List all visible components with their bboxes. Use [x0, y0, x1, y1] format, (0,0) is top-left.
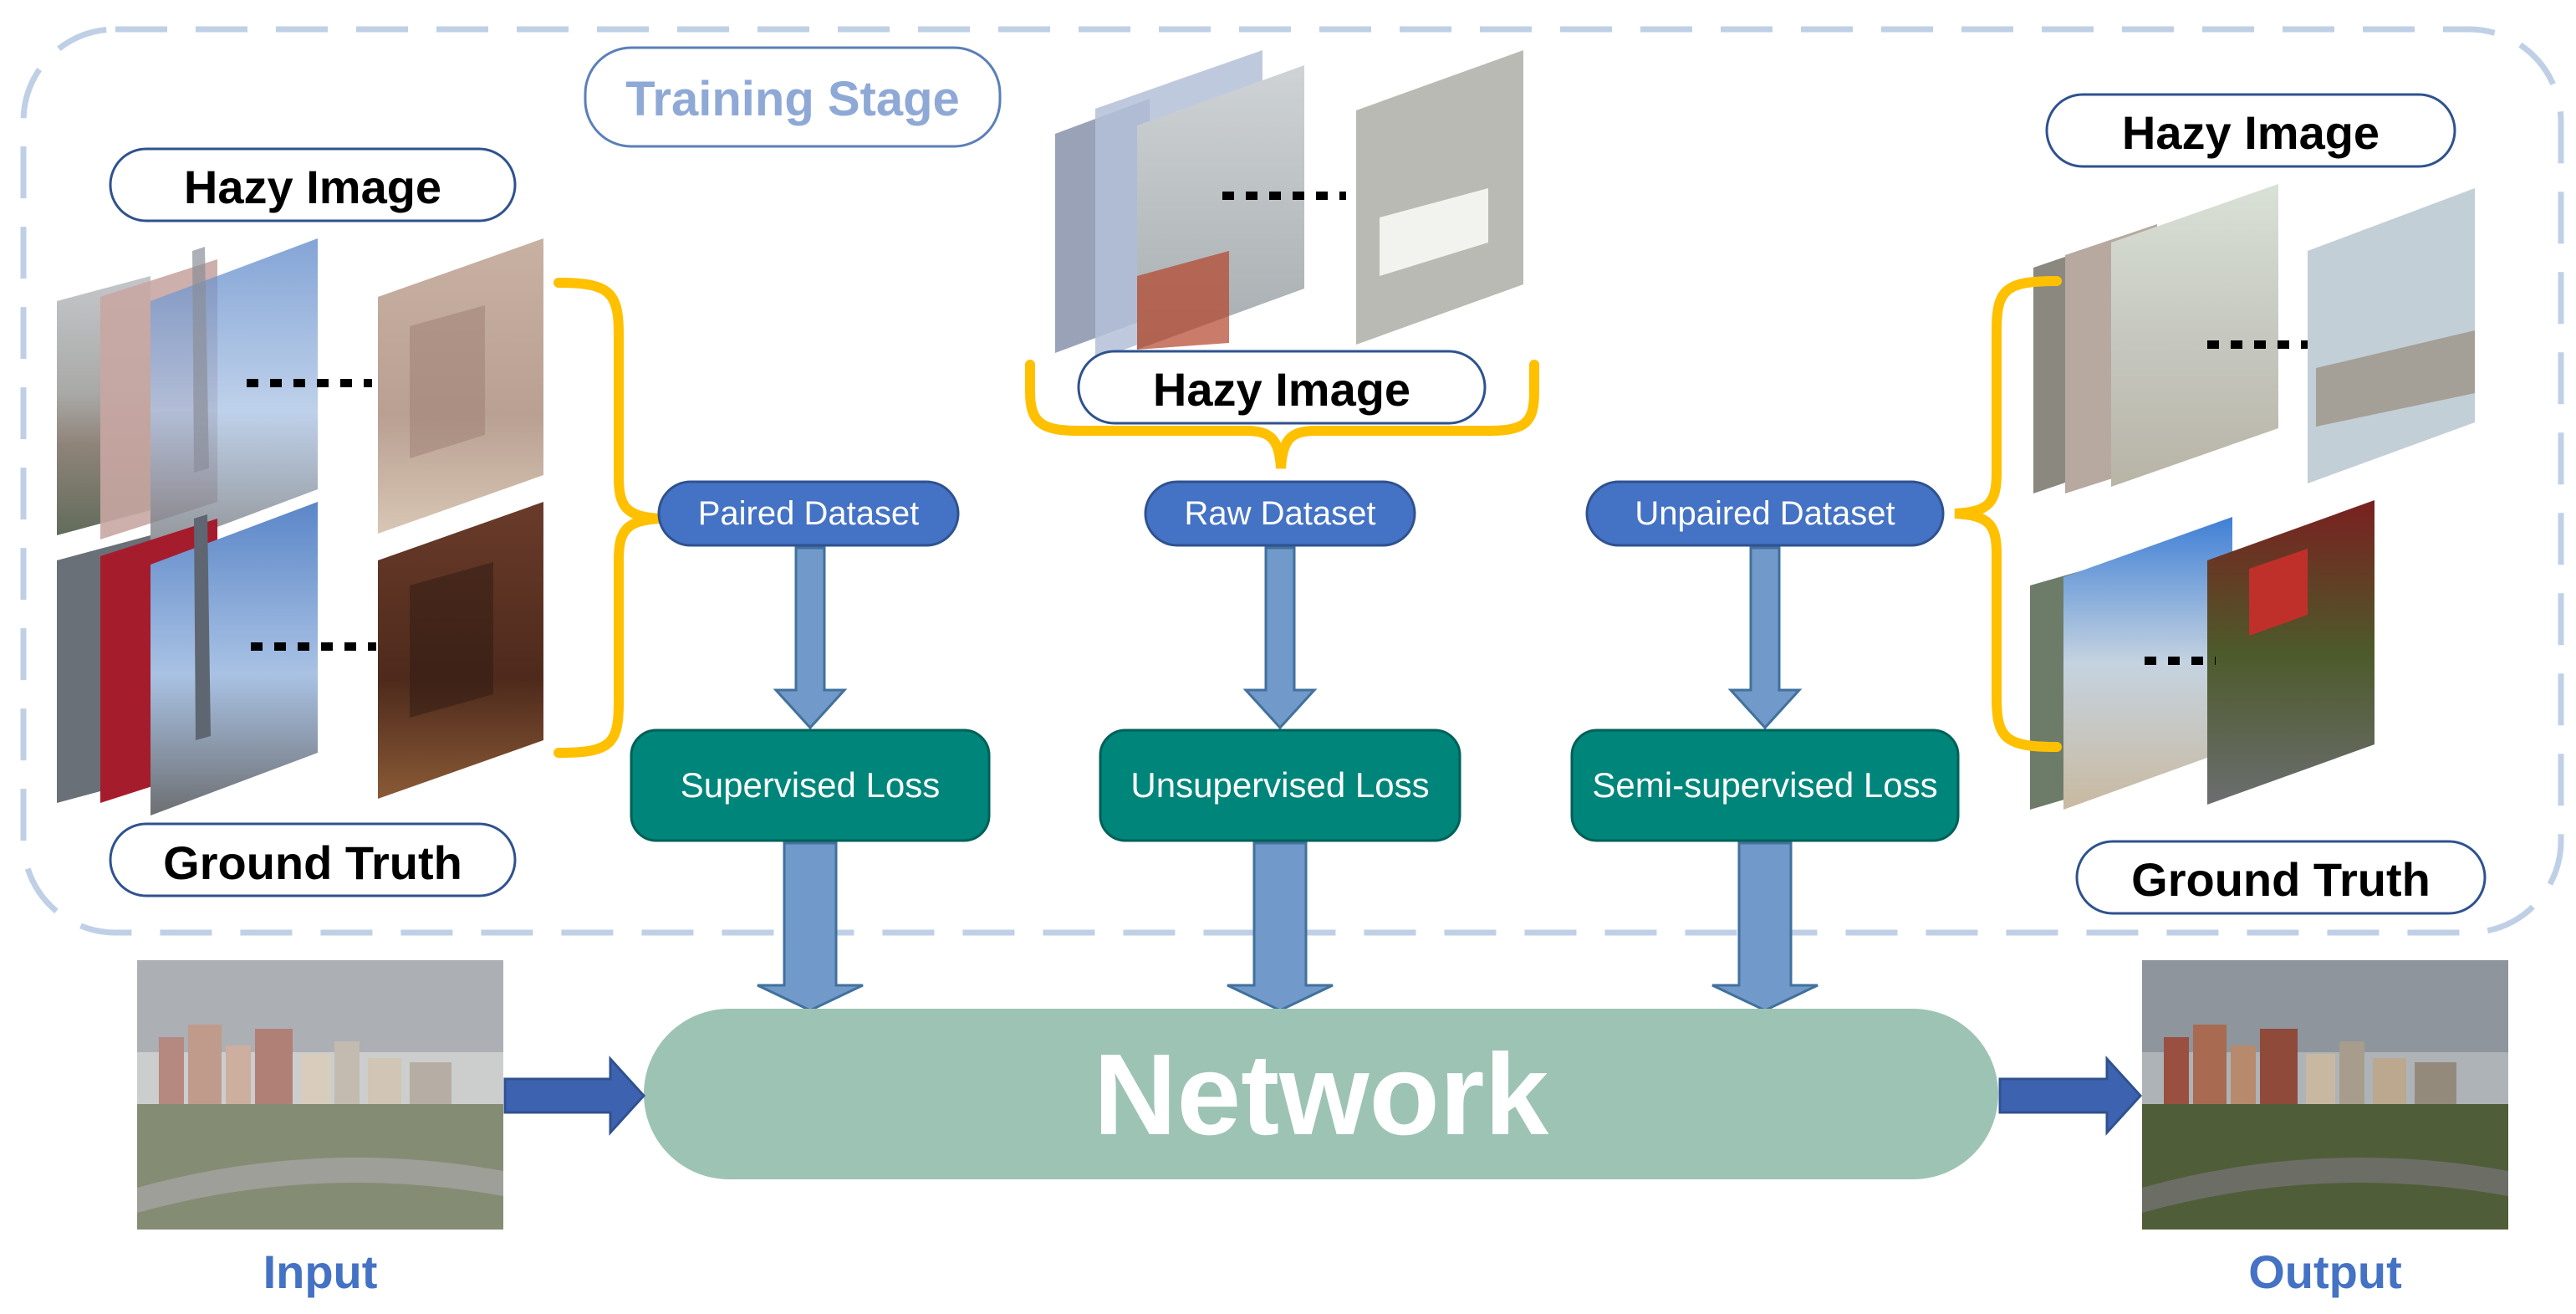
unpaired-gt-label-pill: Ground Truth	[2075, 840, 2487, 915]
paired-hazy-label-pill: Hazy Image	[109, 147, 517, 222]
raw-hazy-image-stack	[1055, 50, 1523, 360]
semi-supervised-loss-box: Semi-supervised Loss	[1570, 729, 1960, 842]
output-arrow	[1998, 1056, 2143, 1136]
input-label: Input	[263, 1245, 378, 1298]
paired-gt-label-pill: Ground Truth	[109, 822, 517, 897]
supervised-to-network-arrow	[757, 841, 864, 1012]
output-label: Output	[2248, 1245, 2401, 1298]
supervised-loss-label: Supervised Loss	[681, 765, 941, 805]
paired-dataset-pill: Paired Dataset	[657, 480, 960, 547]
unsupervised-to-network-arrow	[1227, 841, 1334, 1012]
unpaired-gt-label: Ground Truth	[2131, 853, 2431, 906]
unsupervised-loss-label: Unsupervised Loss	[1130, 765, 1429, 805]
paired-hazy-label: Hazy Image	[184, 161, 441, 213]
raw-hazy-label: Hazy Image	[1153, 363, 1410, 416]
paired-to-loss-arrow	[773, 546, 848, 730]
training-stage-pill: Training Stage	[584, 46, 1002, 148]
unpaired-brace	[1954, 276, 2062, 752]
paired-gt-label: Ground Truth	[163, 836, 462, 889]
unpaired-to-loss-arrow	[1727, 546, 1803, 730]
unpaired-gt-image-stack	[2030, 500, 2375, 810]
unpaired-hazy-label: Hazy Image	[2122, 106, 2380, 159]
semi-supervised-loss-label: Semi-supervised Loss	[1592, 765, 1937, 805]
raw-brace	[1025, 360, 1539, 469]
input-arrow	[503, 1056, 646, 1136]
paired-gt-image-stack	[57, 502, 543, 815]
unpaired-dataset-label: Unpaired Dataset	[1635, 495, 1895, 532]
paired-dataset-label: Paired Dataset	[698, 495, 920, 532]
training-stage-label: Training Stage	[625, 72, 960, 126]
network-block: Network	[644, 1009, 1998, 1179]
raw-dataset-pill: Raw Dataset	[1144, 480, 1416, 547]
network-label: Network	[1094, 1030, 1549, 1159]
supervised-loss-box: Supervised Loss	[630, 729, 991, 842]
unsupervised-loss-box: Unsupervised Loss	[1099, 729, 1461, 842]
semi-supervised-to-network-arrow	[1711, 841, 1819, 1012]
raw-dataset-label: Raw Dataset	[1185, 495, 1376, 532]
unpaired-dataset-pill: Unpaired Dataset	[1585, 480, 1945, 547]
paired-hazy-image-stack	[57, 238, 543, 552]
paired-brace	[553, 278, 661, 758]
output-image	[2142, 960, 2508, 1230]
unpaired-hazy-label-pill: Hazy Image	[2045, 93, 2456, 168]
unpaired-hazy-image-stack	[2033, 184, 2475, 493]
raw-to-loss-arrow	[1242, 546, 1318, 730]
input-image	[137, 960, 503, 1230]
raw-hazy-label-pill: Hazy Image	[1077, 350, 1487, 425]
